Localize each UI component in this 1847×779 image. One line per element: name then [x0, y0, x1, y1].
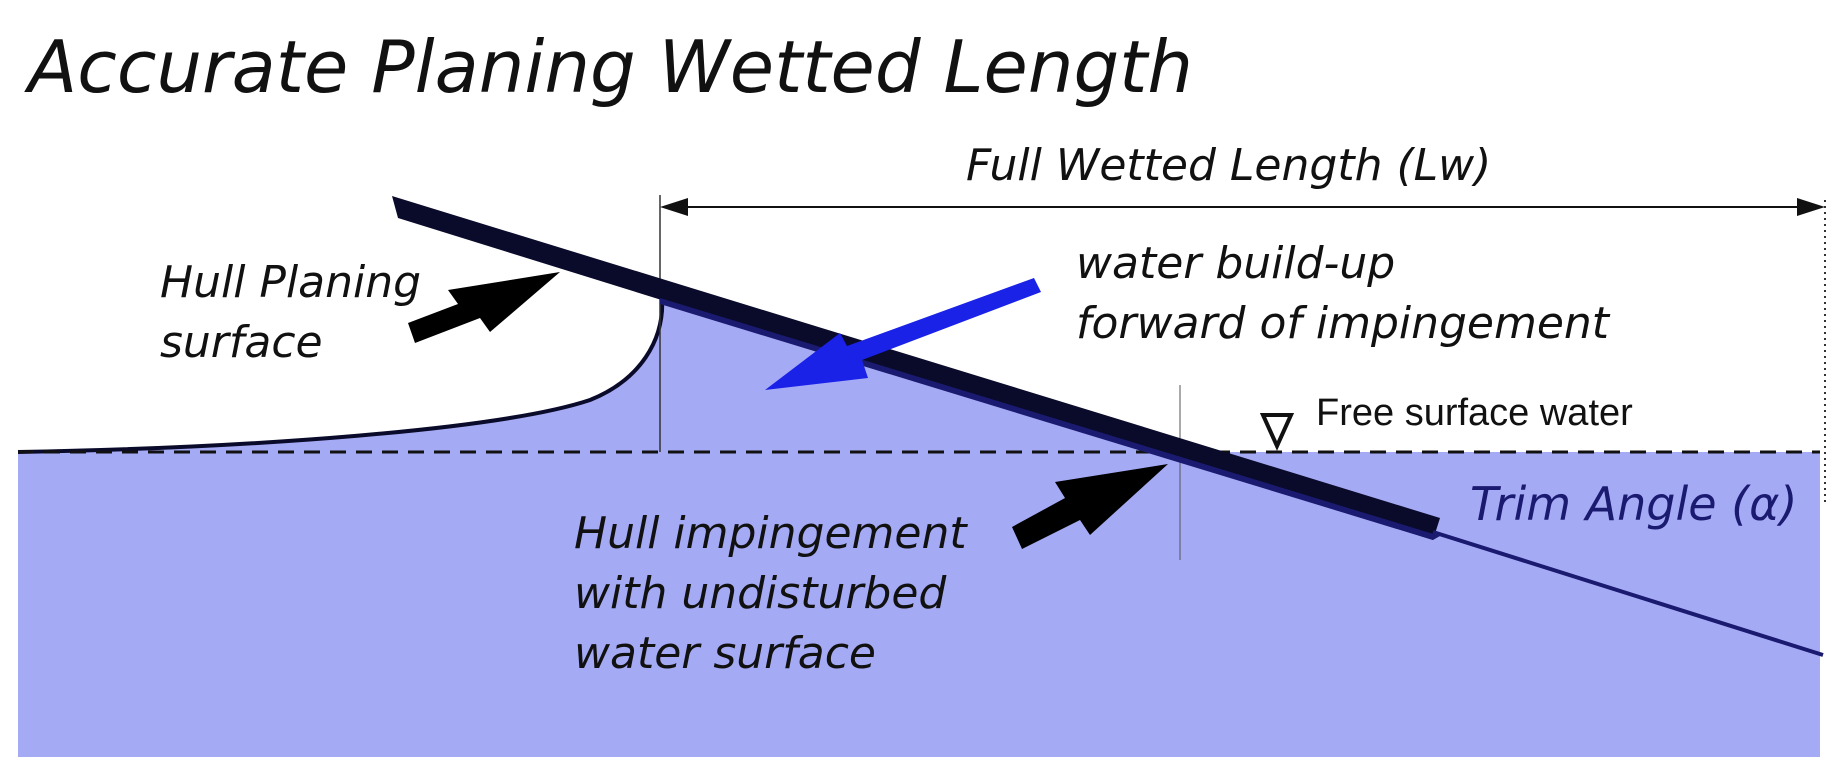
- impingement-label-line3: water surface: [574, 628, 876, 679]
- impingement-label-line2: with undisturbed: [574, 568, 947, 619]
- dimension-arrowhead-right: [1797, 198, 1825, 216]
- dimension-arrowhead-left: [660, 198, 688, 216]
- hull-planing-surface: [392, 196, 1440, 540]
- hull-planing-pointer-arrow: [408, 272, 560, 343]
- impingement-pointer-arrow: [1012, 464, 1168, 549]
- buildup-curve: [17, 295, 665, 454]
- full-wetted-length-label: Full Wetted Length (Lw): [966, 140, 1491, 191]
- water-buildup-arrow: [765, 278, 1041, 390]
- hull-planing-label-line1: Hull Planing: [160, 257, 421, 308]
- water-buildup-label-line2: forward of impingement: [1076, 298, 1611, 349]
- water-body: [18, 452, 1820, 757]
- free-surface-label: Free surface water: [1316, 392, 1633, 434]
- trim-angle-label: Trim Angle (α): [1470, 477, 1797, 531]
- hull-planing-label-line2: surface: [160, 317, 323, 368]
- water-buildup-region: [18, 298, 1180, 452]
- free-surface-symbol: [1259, 413, 1295, 451]
- page-title: Accurate Planing Wetted Length: [24, 25, 1193, 109]
- hull-trailing-line: [1432, 530, 1824, 657]
- water-buildup-label-line1: water build-up: [1076, 238, 1395, 289]
- impingement-label-line1: Hull impingement: [574, 508, 968, 559]
